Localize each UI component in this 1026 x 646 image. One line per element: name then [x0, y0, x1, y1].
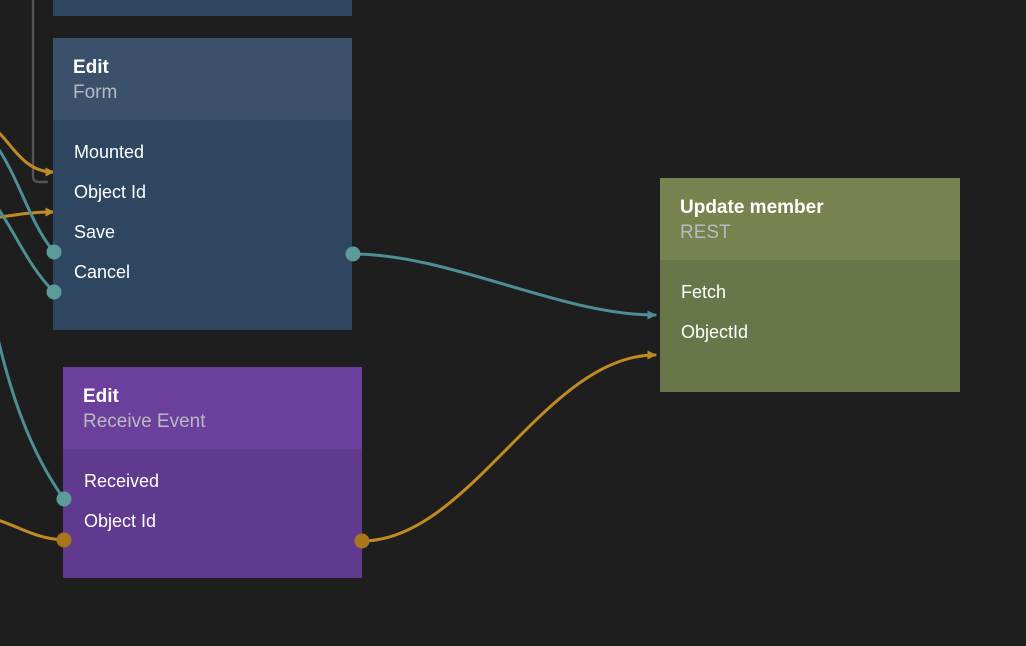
node-update-member-body: Fetch ObjectId — [660, 260, 960, 366]
port-row-mounted[interactable]: Mounted — [53, 132, 352, 172]
node-update-member[interactable]: Update member REST Fetch ObjectId — [660, 178, 960, 392]
edge-incoming-recv-objid — [0, 519, 66, 542]
node-edit-receive-body: Received Object Id — [63, 449, 362, 555]
port-dot-cancel-input[interactable] — [46, 284, 62, 300]
node-edit-form-header[interactable]: Edit Form — [53, 38, 352, 120]
port-row-save[interactable]: Save — [53, 212, 352, 252]
port-dot-received-input[interactable] — [56, 491, 72, 507]
edge-save-to-fetch — [351, 252, 657, 320]
port-row-cancel[interactable]: Cancel — [53, 252, 352, 292]
port-label-cancel: Cancel — [74, 262, 131, 282]
port-dot-receive-objectid-input[interactable] — [56, 532, 72, 548]
port-label-received: Received — [84, 471, 160, 491]
port-row-object-id[interactable]: Object Id — [53, 172, 352, 212]
edge-incoming-cancel — [0, 208, 56, 294]
node-partial-offscreen[interactable] — [53, 0, 352, 16]
edge-incoming-save — [0, 148, 56, 254]
port-label-fetch: Fetch — [681, 282, 727, 302]
node-update-member-subtitle: REST — [680, 222, 731, 243]
port-row-receive-object-id[interactable]: Object Id — [63, 501, 362, 541]
edge-incoming-mounted — [0, 131, 55, 177]
node-update-member-header[interactable]: Update member REST — [660, 178, 960, 260]
edge-incoming-received — [0, 340, 66, 501]
port-row-received[interactable]: Received — [63, 461, 362, 501]
port-label-object-id: Object Id — [74, 182, 147, 202]
edge-route-orthogonal — [31, 0, 49, 184]
node-edit-receive-header[interactable]: Edit Receive Event — [63, 367, 362, 449]
node-edit-form-title: Edit — [73, 57, 109, 78]
port-label-mounted: Mounted — [74, 142, 145, 162]
node-edit-form-subtitle: Form — [73, 82, 118, 103]
node-edit-receive-title: Edit — [83, 386, 119, 407]
node-edit-form-body: Mounted Object Id Save Cancel — [53, 120, 352, 306]
edge-incoming-objectid — [0, 207, 55, 219]
port-row-fetch[interactable]: Fetch — [660, 272, 960, 312]
node-update-member-title: Update member — [680, 197, 824, 218]
port-label-receive-object-id: Object Id — [84, 511, 157, 531]
edge-objectid-to-objectid — [360, 350, 657, 543]
port-label-objectid: ObjectId — [681, 322, 749, 342]
port-dot-receive-objectid-output[interactable] — [354, 533, 370, 549]
port-dot-save-output[interactable] — [345, 246, 361, 262]
port-label-save: Save — [74, 222, 116, 242]
node-edit-receive-subtitle: Receive Event — [83, 411, 206, 432]
port-row-objectid[interactable]: ObjectId — [660, 312, 960, 352]
node-edit-form[interactable]: Edit Form Mounted Object Id Save Cancel — [53, 38, 352, 330]
node-edit-receive-event[interactable]: Edit Receive Event Received Object Id — [63, 367, 362, 578]
port-dot-save-input[interactable] — [46, 244, 62, 260]
